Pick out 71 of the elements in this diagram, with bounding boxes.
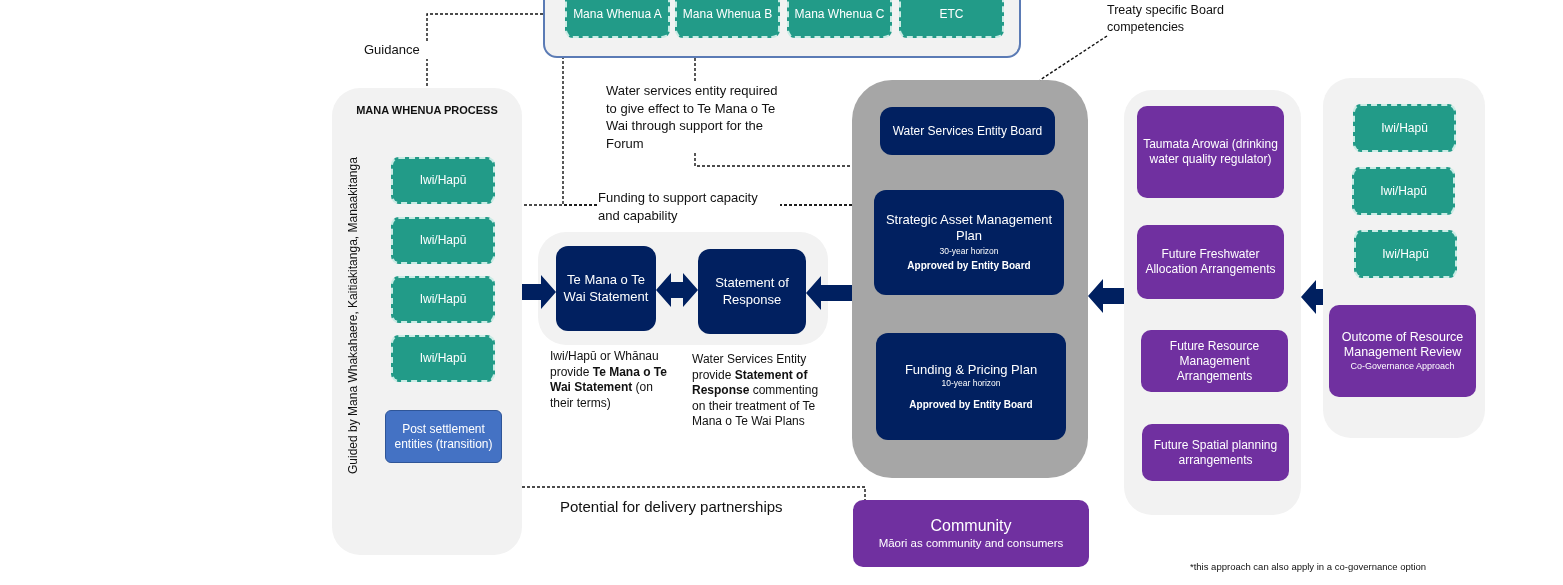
- box-title: Iwi/Hapū: [419, 351, 467, 366]
- dashed-connector: [521, 486, 866, 501]
- box-title: Iwi/Hapū: [419, 173, 467, 188]
- box-title: Future Resource Management Arrangements: [1168, 338, 1261, 384]
- statement-panel: [538, 232, 828, 345]
- box-title: Iwi/Hapū: [419, 233, 467, 248]
- caption-text: Water Services Entity provide Statement of Response commenting on their treatment of Te Mana o Te Wai Plans: [692, 352, 820, 430]
- arrangement-box: [1142, 424, 1289, 481]
- box-subtitle: Approved by Entity Board: [909, 398, 1033, 412]
- group-box: [565, 0, 670, 38]
- box-subtitle: 30-year horizon: [939, 245, 999, 257]
- box-title: Community: [930, 516, 1012, 537]
- group-box: [1354, 230, 1457, 278]
- box-title: Future Freshwater Allocation Arrangements: [1144, 247, 1277, 277]
- box-title: Te Mana o Te Wai Statement: [562, 272, 650, 305]
- block-arrow: [1088, 279, 1124, 313]
- box-title: Strategic Asset Management Plan: [884, 212, 1054, 245]
- box-subtitle: Co-Governance Approach: [1350, 361, 1455, 373]
- block-arrow: [1301, 280, 1323, 314]
- block-arrow: [806, 276, 852, 310]
- group-box: [1352, 167, 1455, 215]
- box-title: MANA WHENUA PROCESS: [355, 104, 499, 116]
- box-subtitle: Māori as community and consumers: [878, 536, 1064, 551]
- entity-box: [385, 410, 502, 463]
- entity-panel: [852, 80, 1088, 478]
- box-title: Mana Whenua C: [794, 6, 885, 22]
- box-title: Iwi/Hapū: [419, 292, 467, 307]
- response-box: [698, 249, 806, 334]
- group-box: [391, 335, 495, 382]
- dashed-connector: [1039, 35, 1108, 81]
- box-title: Post settlement entities (transition): [393, 421, 494, 452]
- double-block-arrow: [656, 273, 698, 307]
- box-title: Mana Whenua A: [573, 6, 662, 22]
- box-title: Water Services Entity Board: [892, 123, 1043, 139]
- review-box: [1329, 305, 1476, 397]
- box-title: Iwi/Hapū: [1381, 120, 1428, 136]
- box-title: Outcome of Resource Management Review: [1340, 329, 1465, 361]
- box-subtitle: Guided by Mana Whakahaere, Kaitiakitanga, Manaakitanga: [346, 156, 360, 477]
- group-box: [899, 0, 1004, 38]
- box-title: Iwi/Hapū: [1382, 246, 1429, 262]
- box-title: ETC: [939, 6, 964, 22]
- plan-box: [876, 333, 1066, 440]
- process-panel: [332, 88, 522, 555]
- dashed-connector: [426, 13, 544, 89]
- plan-box: [874, 190, 1064, 295]
- box-title: Iwi/Hapū: [1380, 183, 1427, 199]
- group-box: [787, 0, 892, 38]
- statement-box: [556, 246, 656, 331]
- forum-panel: [543, 0, 1021, 58]
- box-title: Mana Whenua B: [682, 6, 773, 22]
- group-box: [391, 157, 495, 204]
- arrangement-box: [1137, 225, 1284, 299]
- group-box: [391, 276, 495, 323]
- box-subtitle: 10-year horizon: [941, 378, 1001, 389]
- box-title: Future Spatial planning arrangements: [1152, 437, 1279, 468]
- arrangements-panel: [1124, 90, 1301, 515]
- iwi-panel: [1323, 78, 1485, 438]
- community-box: [853, 500, 1089, 567]
- box-title: Taumata Arowai (drinking water quality regulator): [1142, 137, 1279, 167]
- box-title: Funding & Pricing Plan: [904, 361, 1038, 379]
- box-title: Statement of Response: [714, 275, 790, 308]
- group-box: [1353, 104, 1456, 152]
- footnote: *this approach can also apply in a co-governance option: [1190, 561, 1427, 572]
- arrangement-box: [1141, 330, 1288, 392]
- group-box: [675, 0, 780, 38]
- caption-text: Iwi/Hapū or Whānau provide Te Mana o Te Wai Statement (on their terms): [550, 349, 668, 412]
- regulator-box: [1137, 106, 1284, 198]
- group-box: [391, 217, 495, 264]
- board-box: [880, 107, 1055, 155]
- block-arrow: [522, 275, 556, 309]
- box-subtitle: Approved by Entity Board: [907, 260, 1031, 273]
